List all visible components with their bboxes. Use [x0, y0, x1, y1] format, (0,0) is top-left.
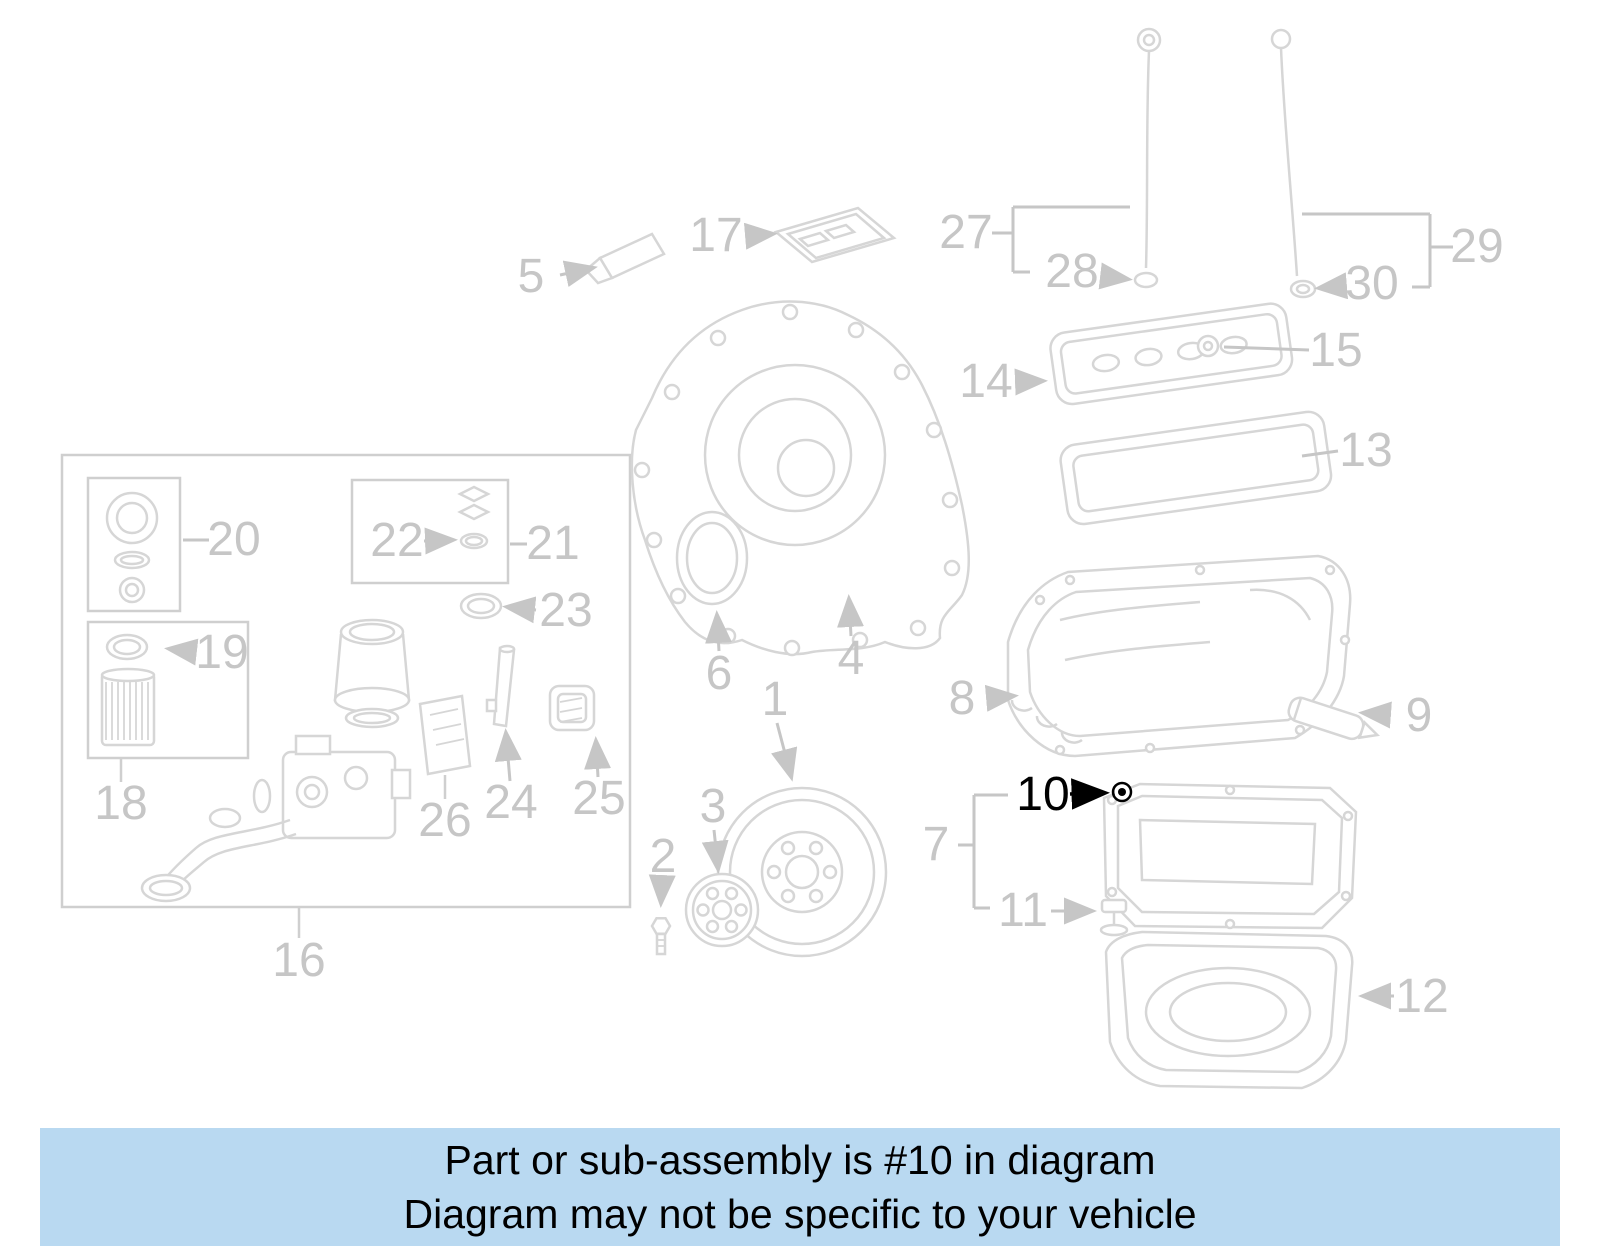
oil-pump-group	[140, 734, 412, 903]
part-label-7: 7	[922, 818, 950, 871]
oil-filter-group	[100, 633, 156, 747]
part-label-24: 24	[484, 776, 538, 829]
part-label-17: 17	[689, 209, 743, 262]
part-label-13: 13	[1339, 424, 1393, 477]
part-label-11: 11	[998, 884, 1048, 937]
part-label-9: 9	[1405, 689, 1433, 742]
part-label-4: 4	[837, 632, 865, 685]
valve-cover-group	[1049, 302, 1333, 526]
flywheel-group	[650, 786, 888, 958]
parts-diagram-art	[60, 27, 1453, 1090]
part-label-29: 29	[1450, 220, 1504, 273]
part-label-16: 16	[272, 934, 326, 987]
misc-small-parts	[418, 644, 596, 776]
oil-filler-cap-group	[105, 491, 159, 604]
grouping-boxes	[60, 453, 632, 938]
part-label-21: 21	[526, 517, 580, 570]
part-label-27: 27	[939, 206, 993, 259]
part-label-23: 23	[539, 584, 593, 637]
leader-lines	[164, 205, 1453, 1010]
part-label-5: 5	[517, 250, 545, 303]
caption-line-1: Part or sub-assembly is #10 in diagram	[444, 1136, 1156, 1183]
sealant-and-gasket-top	[577, 206, 897, 285]
filter-housing-neck	[333, 618, 411, 729]
highlighted-part-10	[1069, 778, 1133, 810]
small-fastener-group	[457, 485, 503, 620]
part-label-26: 26	[418, 794, 472, 847]
part-label-28: 28	[1045, 245, 1099, 298]
oil-pan-group	[1099, 782, 1358, 937]
part-label-2: 2	[649, 830, 677, 883]
part-label-20: 20	[207, 513, 261, 566]
part-label-18: 18	[94, 777, 148, 830]
highlight-arrow	[1069, 778, 1110, 810]
part-label-8: 8	[948, 672, 976, 725]
part-label-30: 30	[1345, 257, 1399, 310]
part-label-25: 25	[572, 772, 626, 825]
timing-cover-group	[630, 300, 970, 657]
part-label-15: 15	[1309, 324, 1363, 377]
part-label-6: 6	[705, 647, 733, 700]
caption-banner: Part or sub-assembly is #10 in diagram D…	[40, 1128, 1560, 1246]
part-label-10: 10	[1016, 768, 1070, 821]
part-label-3: 3	[699, 780, 727, 833]
part-label-12: 12	[1395, 970, 1449, 1023]
caption-line-2: Diagram may not be specific to your vehi…	[403, 1191, 1197, 1237]
lower-oil-pan-group	[1104, 930, 1354, 1090]
dipstick-group	[1133, 27, 1317, 299]
upper-oil-pan-group	[1006, 554, 1380, 758]
part-label-1: 1	[761, 673, 789, 726]
part-label-22: 22	[370, 514, 424, 567]
part-label-19: 19	[195, 626, 249, 679]
part-label-14: 14	[959, 355, 1013, 408]
